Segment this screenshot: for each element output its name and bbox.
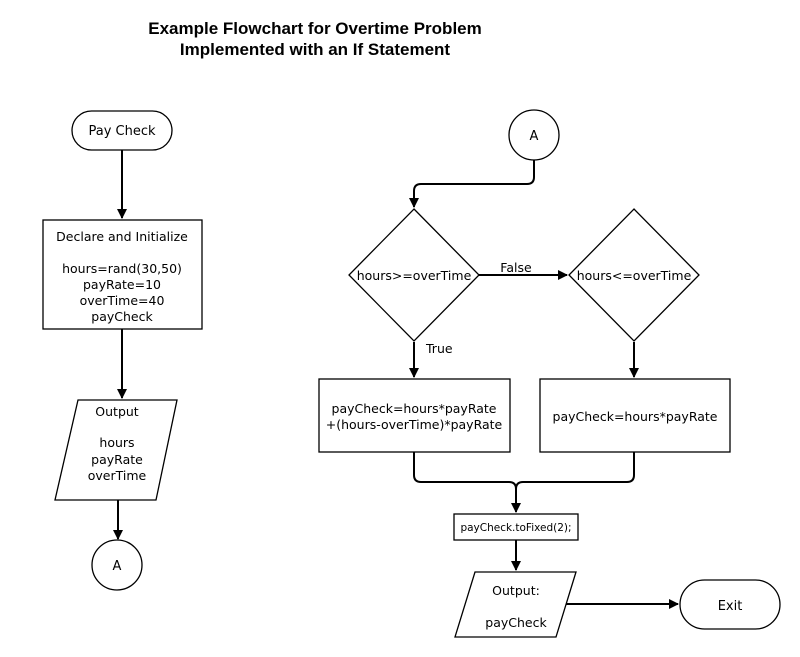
- node-output1-line-2: payRate: [91, 452, 143, 467]
- node-to-fixed: payCheck.toFixed(2);: [453, 513, 579, 541]
- node-exit-label: Exit: [718, 599, 743, 614]
- title-line-1: Example Flowchart for Overtime Problem: [148, 19, 482, 38]
- node-declare: Declare and Initialize hours=rand(30,50)…: [42, 219, 203, 330]
- node-output2: Output: payCheck: [454, 571, 577, 638]
- node-output2-value: payCheck: [485, 615, 547, 630]
- edge-process-true-to-merge: [413, 452, 521, 513]
- node-connector-left-label: A: [113, 559, 122, 574]
- node-connector-left: A: [91, 539, 143, 591]
- diagram-title: Example Flowchart for Overtime Problem I…: [0, 18, 630, 60]
- node-output1: Output hours payRate overTime: [54, 399, 178, 501]
- edge-label-false: False: [500, 260, 532, 275]
- node-declare-heading: Declare and Initialize: [56, 229, 188, 244]
- node-start: Pay Check: [71, 110, 173, 151]
- node-output2-heading: Output:: [492, 583, 540, 598]
- edge-process-false-to-merge: [515, 452, 635, 490]
- node-process-true: payCheck=hours*payRate +(hours-overTime)…: [318, 378, 511, 453]
- title-line-2: Implemented with an If Statement: [179, 40, 451, 59]
- node-output1-line-1: hours: [99, 435, 134, 450]
- node-process-false: payCheck=hours*payRate: [539, 378, 731, 453]
- edge-connector-a-to-decision1: [409, 160, 535, 208]
- edge-label-true: True: [425, 341, 453, 356]
- node-output1-heading: Output: [95, 404, 139, 419]
- node-to-fixed-label: payCheck.toFixed(2);: [460, 522, 571, 534]
- node-decision2-label: hours<=overTime: [577, 268, 692, 283]
- node-decision1-label: hours>=overTime: [357, 268, 472, 283]
- node-connector-right-label: A: [530, 129, 539, 144]
- node-start-label: Pay Check: [88, 124, 156, 139]
- node-process-false-label: payCheck=hours*payRate: [553, 409, 718, 424]
- node-process-true-line-2: +(hours-overTime)*payRate: [326, 417, 503, 432]
- node-declare-line-3: overTime=40: [80, 293, 165, 308]
- node-declare-line-4: payCheck: [91, 309, 153, 324]
- node-process-true-line-1: payCheck=hours*payRate: [332, 401, 497, 416]
- node-exit: Exit: [679, 579, 781, 630]
- node-decision1: hours>=overTime: [348, 208, 480, 342]
- node-connector-right: A: [508, 109, 560, 161]
- node-decision2: hours<=overTime: [568, 208, 700, 342]
- node-declare-line-2: payRate=10: [83, 277, 161, 292]
- node-output1-line-3: overTime: [88, 468, 147, 483]
- connectors: [113, 150, 679, 609]
- node-declare-line-1: hours=rand(30,50): [62, 261, 182, 276]
